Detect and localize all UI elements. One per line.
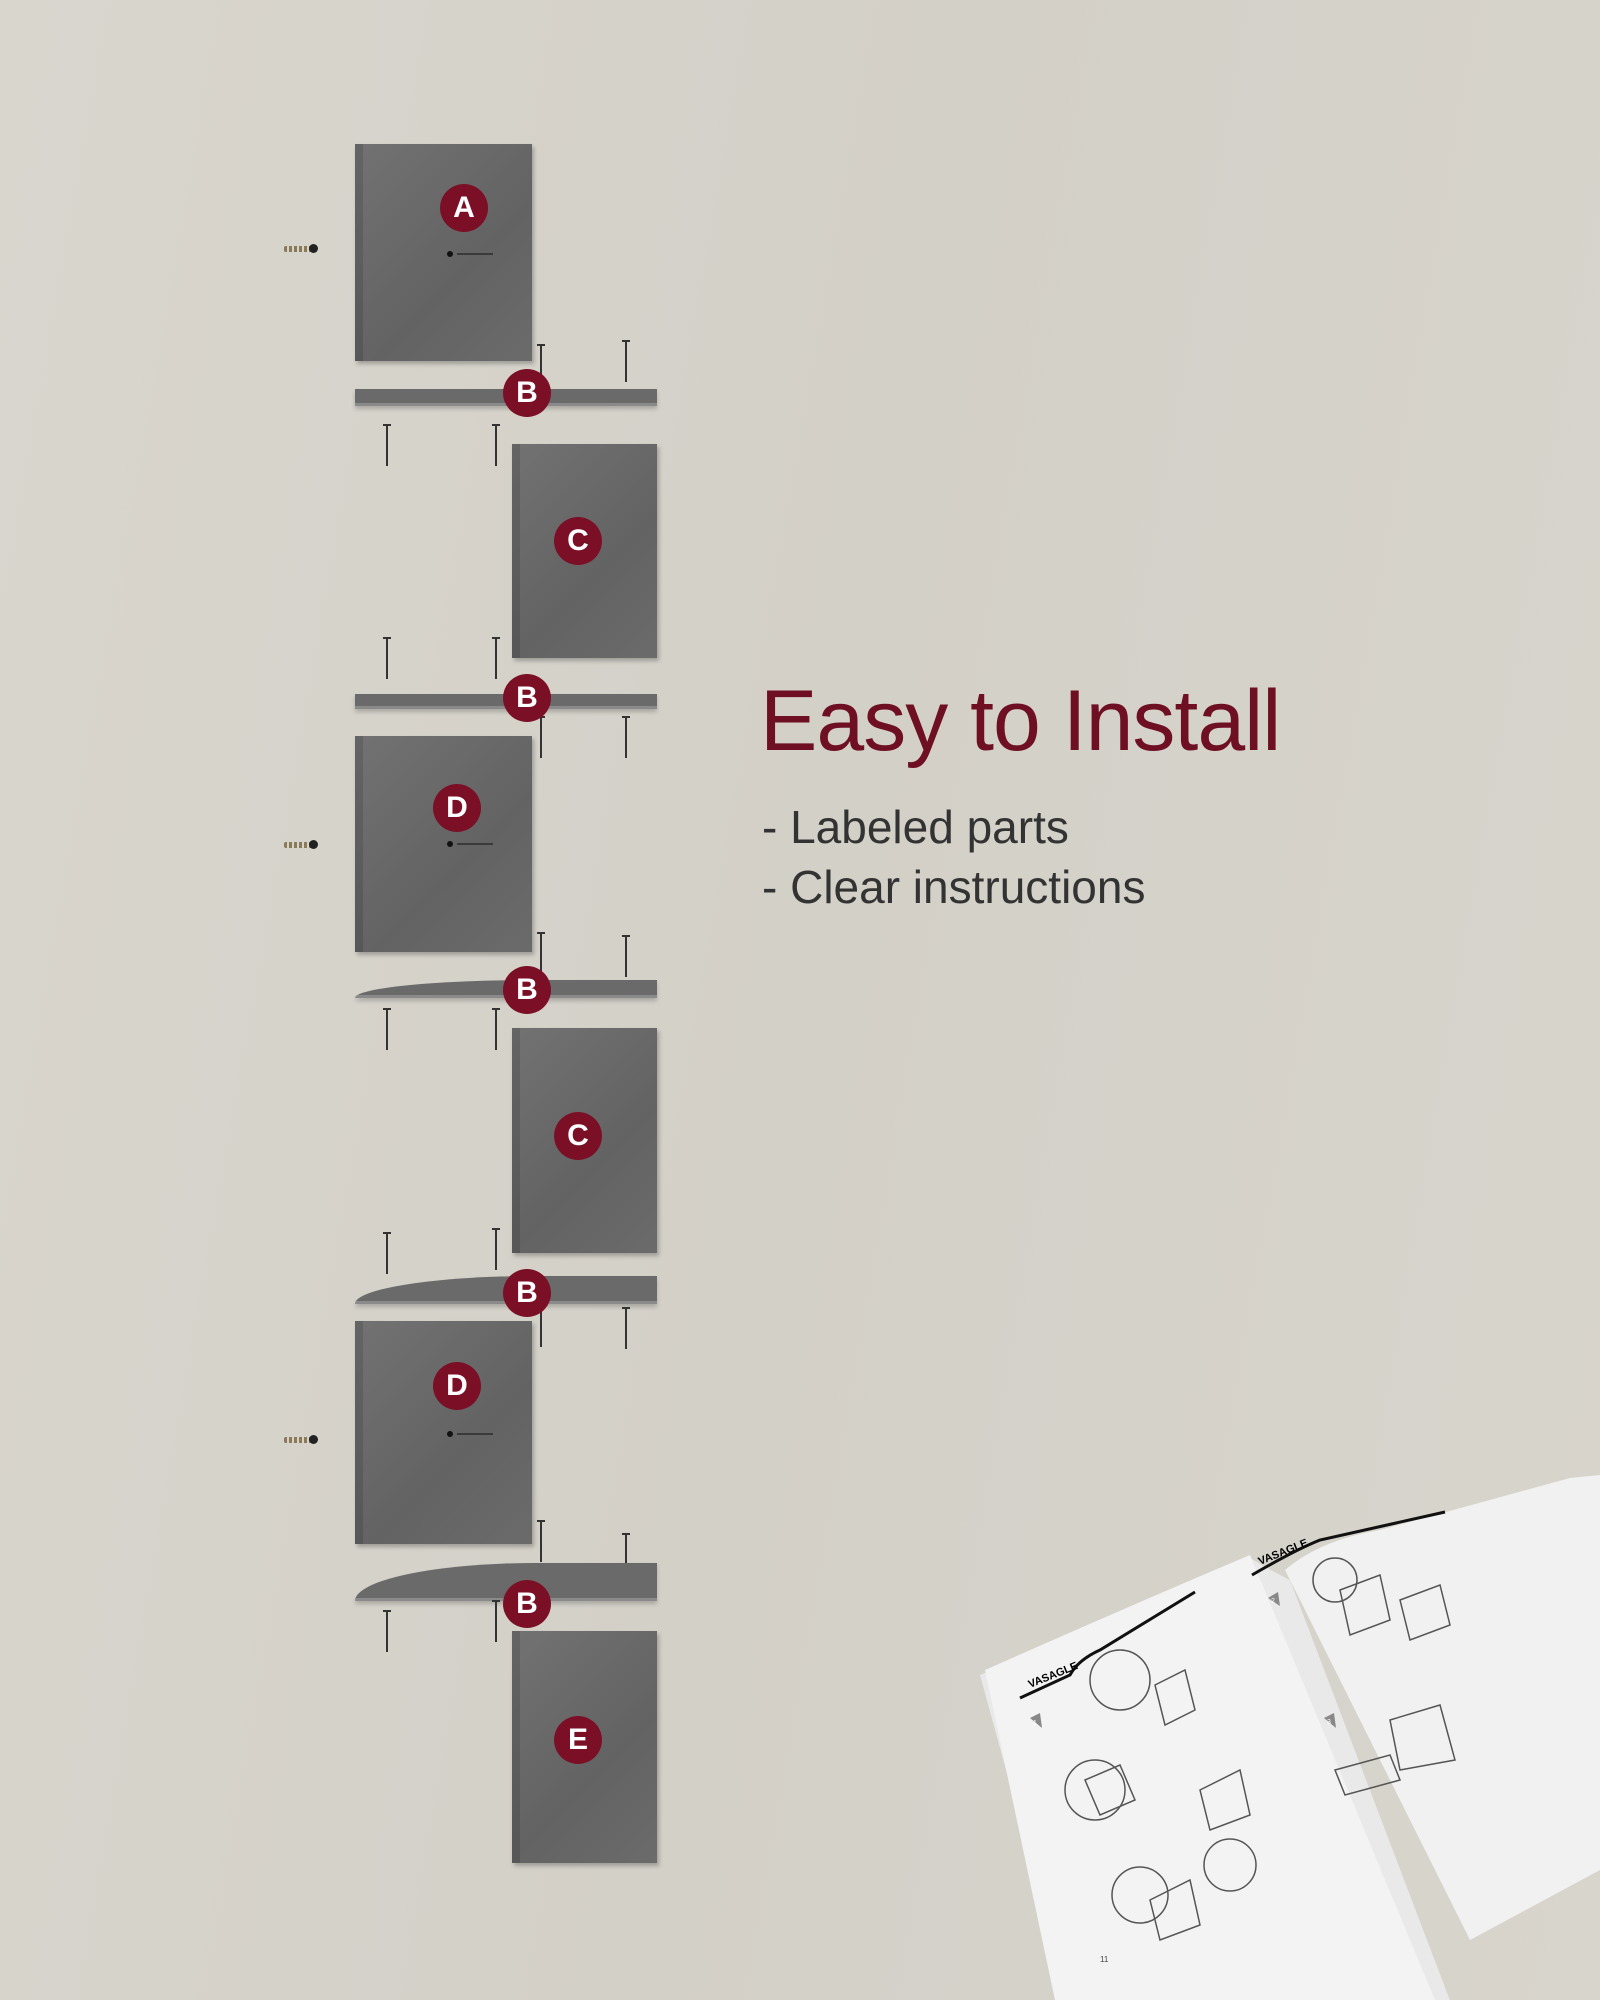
part-label-d: D xyxy=(433,1362,481,1410)
screw-icon xyxy=(622,935,630,977)
manual-right-page xyxy=(1285,1475,1600,1940)
manual-detail-callout xyxy=(1203,1838,1257,1892)
manual-left-page xyxy=(985,1555,1435,2000)
screw-icon xyxy=(492,424,500,466)
step-marker-icon xyxy=(1268,1592,1280,1606)
bullet-labeled-parts: - Labeled parts xyxy=(762,801,1069,853)
manual-detail-callout xyxy=(1111,1866,1169,1924)
step-marker-icon xyxy=(1324,1713,1336,1728)
step-number: 2 xyxy=(1271,1598,1275,1605)
screw-icon xyxy=(492,1600,500,1642)
panel-d xyxy=(355,1321,532,1544)
step-number: 1 xyxy=(1033,1720,1037,1727)
step-number: 3 xyxy=(1327,1719,1331,1726)
manual-header-line xyxy=(1251,1510,1446,1577)
manual-detail-callout xyxy=(1064,1759,1126,1821)
part-label-b: B xyxy=(503,369,551,417)
manual-detail-callout xyxy=(1089,1649,1151,1711)
screw-icon xyxy=(622,716,630,758)
screw-icon xyxy=(383,424,391,466)
screw-icon xyxy=(537,716,545,758)
screw-icon xyxy=(383,1008,391,1050)
screw-icon xyxy=(383,1610,391,1652)
part-label-d: D xyxy=(433,784,481,832)
manual-page-number: 11 xyxy=(1100,1955,1109,1964)
part-label-c: C xyxy=(554,1112,602,1160)
panel-a xyxy=(355,144,532,361)
headline: Easy to Install xyxy=(760,673,1281,769)
screw-icon xyxy=(622,1533,630,1575)
screw-hole-icon xyxy=(447,251,493,257)
screw-icon xyxy=(383,637,391,679)
screw-icon xyxy=(492,637,500,679)
part-label-a: A xyxy=(440,184,488,232)
part-label-e: E xyxy=(554,1716,602,1764)
part-label-b: B xyxy=(503,1580,551,1628)
part-label-c: C xyxy=(554,517,602,565)
screw-icon xyxy=(492,1228,500,1270)
screw-hole-icon xyxy=(447,841,493,847)
screw-icon xyxy=(383,1232,391,1274)
manual-assembly-drawing xyxy=(1084,1668,1251,1941)
manual-assembly-drawing xyxy=(1333,1573,1456,1796)
part-label-b: B xyxy=(503,1269,551,1317)
screw-hole-icon xyxy=(447,1431,493,1437)
screw-icon xyxy=(537,1520,545,1562)
screw-icon xyxy=(537,932,545,974)
manual-detail-callout xyxy=(1312,1557,1358,1603)
wall-anchor-icon xyxy=(284,244,318,253)
screw-icon xyxy=(622,340,630,382)
wall-anchor-icon xyxy=(284,1435,318,1444)
instruction-manual-illustration: VASAGLE VASAGLE 11 1 2 3 xyxy=(980,1475,1600,2000)
manual-header-line xyxy=(1019,1590,1196,1700)
step-marker-icon xyxy=(1030,1713,1042,1728)
part-label-b: B xyxy=(503,674,551,722)
screw-icon xyxy=(492,1008,500,1050)
bullet-clear-instructions: - Clear instructions xyxy=(762,861,1146,913)
screw-icon xyxy=(537,344,545,386)
screw-icon xyxy=(622,1307,630,1349)
part-label-b: B xyxy=(503,966,551,1014)
panel-d xyxy=(355,736,532,952)
wall-anchor-icon xyxy=(284,840,318,849)
